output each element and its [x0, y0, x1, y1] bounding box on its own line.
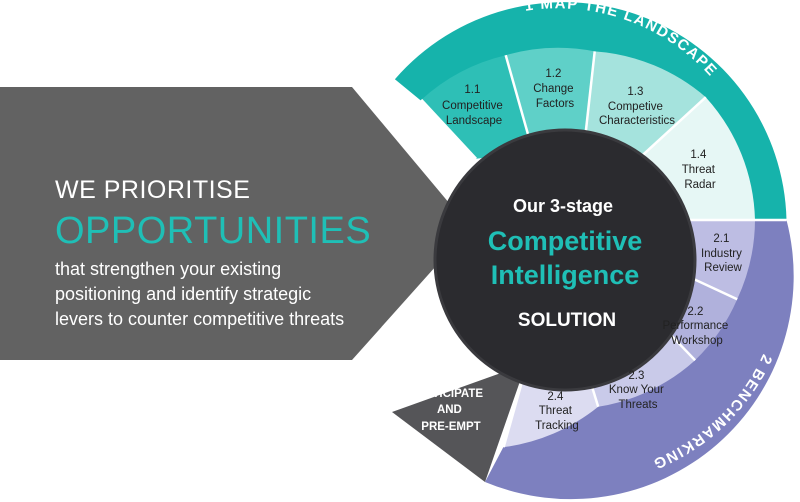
segment-2-2-label: 2.2 Performance Workshop — [662, 306, 731, 347]
center-line2: Competitive — [488, 226, 643, 256]
segment-1-3-label: 1.3 Competive Characteristics — [599, 86, 675, 127]
segment-2-4-label: 2.4 Threat Tracking — [535, 391, 579, 432]
segment-1-4-label: 1.4 Threat Radar — [682, 149, 718, 191]
left-panel — [0, 87, 470, 360]
segment-1-1-label: 1.1 Competitive Landscape — [442, 84, 506, 127]
stage3-label: 3 ANTICIPATE AND PRE-EMPT — [416, 373, 487, 433]
headline-body: that strengthen your existing positionin… — [55, 257, 415, 332]
center-line4: SOLUTION — [518, 310, 616, 331]
headline-line2: OPPORTUNITIES — [55, 210, 372, 252]
segment-1-1 — [421, 55, 538, 167]
headline-body-line: that strengthen your existing — [55, 259, 282, 279]
center-circle — [433, 128, 697, 392]
center-line3: Intelligence — [491, 260, 640, 290]
segment-2-3-label: 2.3 Know Your Threats — [609, 370, 667, 411]
headline-body-line: positioning and identify strategic — [55, 284, 312, 304]
headline-line1: WE PRIORITISE — [55, 176, 251, 204]
headline-body-line: levers to counter competitive threats — [55, 309, 345, 329]
segment-2-1-label: 2.1 Industry Review — [701, 233, 745, 274]
stage3-sector — [392, 364, 526, 482]
segment-1-2-label: 1.2 Change Factors — [533, 68, 577, 110]
center-line1: Our 3-stage — [513, 196, 613, 216]
